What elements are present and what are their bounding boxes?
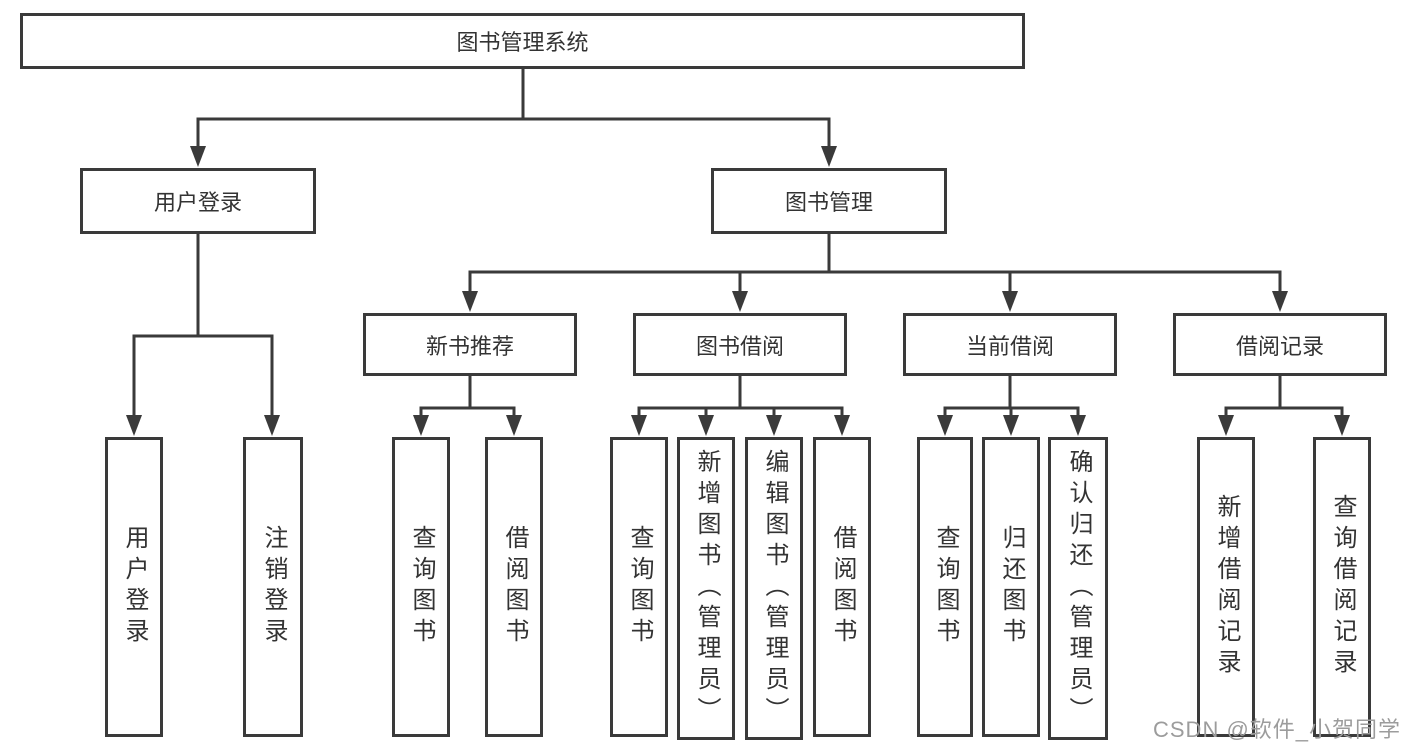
connector-book-management-to-sections bbox=[462, 234, 1288, 312]
leaf-add-borrow-record: 新增借阅记录 bbox=[1197, 437, 1255, 737]
connector-user-login-children bbox=[126, 234, 280, 436]
node-user-login: 用户登录 bbox=[80, 168, 316, 234]
node-new-book-recommend: 新书推荐 bbox=[363, 313, 577, 376]
leaf-borrow-books: 借阅图书 bbox=[813, 437, 871, 737]
node-book-borrowing: 图书借阅 bbox=[633, 313, 847, 376]
node-current-borrowing: 当前借阅 bbox=[903, 313, 1117, 376]
leaf-query-books-recommend: 查询图书 bbox=[392, 437, 450, 737]
connector-current-borrow-children bbox=[937, 374, 1086, 436]
leaf-add-books-admin: 新增图书（管理员） bbox=[677, 437, 735, 740]
leaf-return-books: 归还图书 bbox=[982, 437, 1040, 737]
leaf-query-books-borrow: 查询图书 bbox=[610, 437, 668, 737]
leaf-borrow-books-recommend: 借阅图书 bbox=[485, 437, 543, 737]
connector-new-book-children bbox=[413, 374, 522, 436]
leaf-user-login: 用户登录 bbox=[105, 437, 163, 737]
leaf-edit-books-admin: 编辑图书（管理员） bbox=[745, 437, 803, 740]
node-root: 图书管理系统 bbox=[20, 13, 1025, 69]
leaf-query-borrow-record: 查询借阅记录 bbox=[1313, 437, 1371, 737]
connector-book-borrow-children bbox=[631, 374, 850, 436]
node-borrowing-records: 借阅记录 bbox=[1173, 313, 1387, 376]
node-book-management: 图书管理 bbox=[711, 168, 947, 234]
leaf-confirm-return-admin: 确认归还（管理员） bbox=[1048, 437, 1108, 740]
leaf-query-books-current: 查询图书 bbox=[917, 437, 973, 737]
connector-records-children bbox=[1218, 374, 1350, 436]
watermark: CSDN @软件_小贺同学 bbox=[1153, 717, 1402, 742]
connector-root-to-level2 bbox=[190, 69, 837, 167]
leaf-logout-login: 注销登录 bbox=[243, 437, 303, 737]
